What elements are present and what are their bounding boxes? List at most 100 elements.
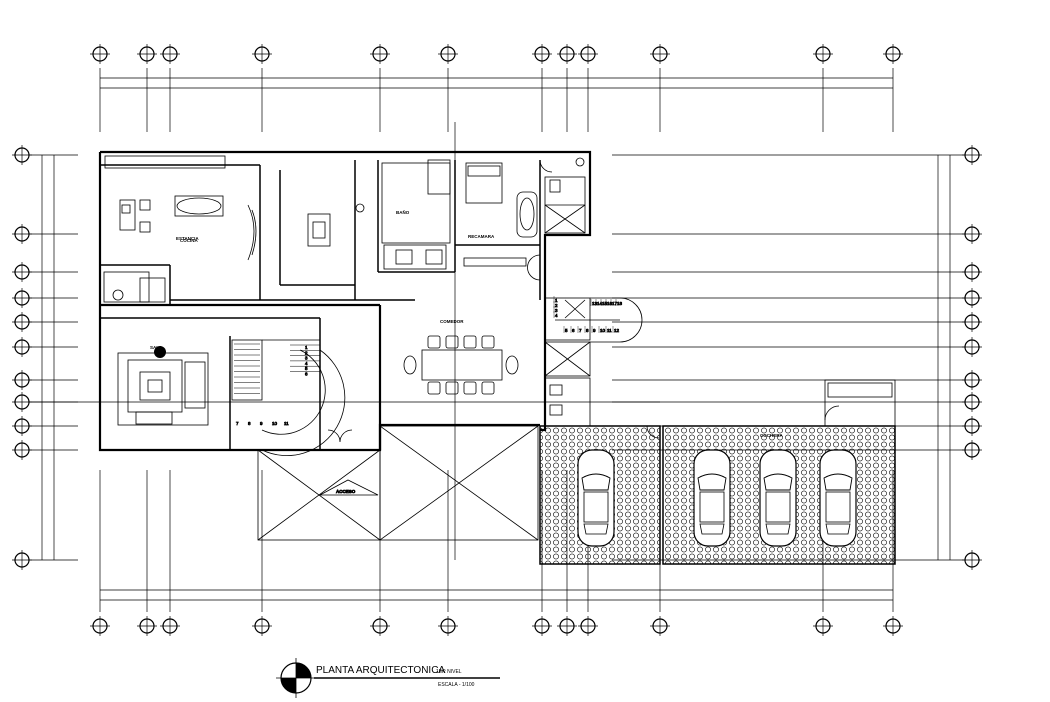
grid-bubble <box>12 312 32 332</box>
label-comedor: COMEDOR <box>440 319 464 324</box>
label-acceso: ACCESO <box>336 489 356 494</box>
stair-step-number: 1 <box>305 345 308 350</box>
stair-step-number: 9 <box>260 421 263 426</box>
grid-bubble <box>12 288 32 308</box>
grid-bubble <box>557 616 577 636</box>
grid-bubble <box>883 44 903 64</box>
grid-bubble <box>12 337 32 357</box>
stair-step-number: 10 <box>272 421 278 426</box>
grid-bubble <box>137 44 157 64</box>
plan-scale: ESCALA - 1/100 <box>438 682 475 688</box>
stair-step-number: 9 <box>593 328 596 333</box>
stair-step-number: 13 <box>592 301 598 306</box>
living-room: SALA <box>117 345 209 426</box>
island <box>307 203 365 247</box>
grid-bubble <box>137 616 157 636</box>
grid-bubble <box>962 550 982 570</box>
grid-bubble <box>962 224 982 244</box>
stair-step-number: 3 <box>305 356 308 361</box>
stair-step-number: 4 <box>305 361 308 366</box>
grid-bubble <box>962 337 982 357</box>
bath-left <box>103 271 166 303</box>
label-recamara: RECAMARA <box>468 234 495 239</box>
car-icon <box>693 449 731 547</box>
grid-bubble <box>650 44 670 64</box>
grid-bubble <box>438 44 458 64</box>
stair-step-number: 17 <box>612 301 618 306</box>
grid-bubble <box>90 44 110 64</box>
grid-bubble <box>962 288 982 308</box>
grid-bubble <box>962 440 982 460</box>
grid-bubble <box>962 416 982 436</box>
stair-step-number: 16 <box>607 301 613 306</box>
grid-bubble <box>12 440 32 460</box>
grid-bubble <box>813 44 833 64</box>
grid-bubble <box>12 392 32 412</box>
grid-bubble <box>12 370 32 390</box>
grid-bubble <box>160 44 180 64</box>
stair-step-number: 5 <box>565 328 568 333</box>
stair-step-number: 3 <box>555 308 558 313</box>
title-block: PLANTA ARQUITECTONICA 1ER NIVEL ESCALA -… <box>276 658 500 698</box>
grid-bubble <box>813 616 833 636</box>
stair-step-number: 7 <box>236 421 239 426</box>
stair-step-number: 18 <box>617 301 623 306</box>
grid-bubble <box>962 145 982 165</box>
stair-step-number: 15 <box>602 301 608 306</box>
label-cochera: COCHERA <box>760 433 784 438</box>
grid-bubble <box>578 616 598 636</box>
grid-bubble <box>370 616 390 636</box>
grid-bubble <box>12 145 32 165</box>
grid-bubble <box>12 550 32 570</box>
grid-bubble <box>962 370 982 390</box>
stair-step-number: 10 <box>600 328 606 333</box>
grid-bubble <box>252 616 272 636</box>
grid-bubble <box>252 44 272 64</box>
stair-step-number: 1 <box>555 298 558 303</box>
stair-step-number: 6 <box>305 372 308 377</box>
grid-bubble <box>962 262 982 282</box>
grid-lines-horizontal <box>14 154 980 561</box>
grid-bubble <box>438 616 458 636</box>
grid-bubble <box>12 224 32 244</box>
car-icon <box>577 449 615 547</box>
stair-step-number: 6 <box>572 328 575 333</box>
stair-step-number: 5 <box>305 366 308 371</box>
exterior-walls <box>98 150 592 452</box>
stair-step-number: 7 <box>579 328 582 333</box>
stair-step-number: 11 <box>284 421 289 426</box>
kitchen-area: COCINA <box>104 155 257 261</box>
stair-step-number: 12 <box>614 328 620 333</box>
grid-bubble <box>962 392 982 412</box>
plan-title: PLANTA ARQUITECTONICA <box>316 665 445 676</box>
grid-bubble <box>532 616 552 636</box>
grid-bubble <box>557 44 577 64</box>
bath-right <box>544 157 586 234</box>
grid-bubble <box>160 616 180 636</box>
stair-step-number: 8 <box>586 328 589 333</box>
grid-bubble <box>532 44 552 64</box>
car-icon <box>759 449 797 547</box>
dining-room: COMEDOR <box>403 319 519 395</box>
grid-bubble <box>883 616 903 636</box>
label-bano: BAÑO <box>396 209 410 215</box>
label-estancia: ESTANCIA <box>176 236 199 241</box>
grid-bubble <box>12 416 32 436</box>
grid-bubble <box>650 616 670 636</box>
grid-bubble <box>370 44 390 64</box>
stair-step-number: 2 <box>305 350 308 355</box>
stair-step-number: 2 <box>555 303 558 308</box>
bedroom: RECAMARA <box>463 159 553 281</box>
bath-center: BAÑO <box>381 159 451 270</box>
stair-step-number: 8 <box>248 421 251 426</box>
grid-bubble <box>90 616 110 636</box>
grid-bubble <box>578 44 598 64</box>
car-icon <box>819 449 857 547</box>
label-cocina: COCINA <box>180 238 198 243</box>
stair-step-number: 11 <box>607 328 612 333</box>
north-arrow-icon <box>296 663 311 678</box>
grid-bubble <box>12 262 32 282</box>
